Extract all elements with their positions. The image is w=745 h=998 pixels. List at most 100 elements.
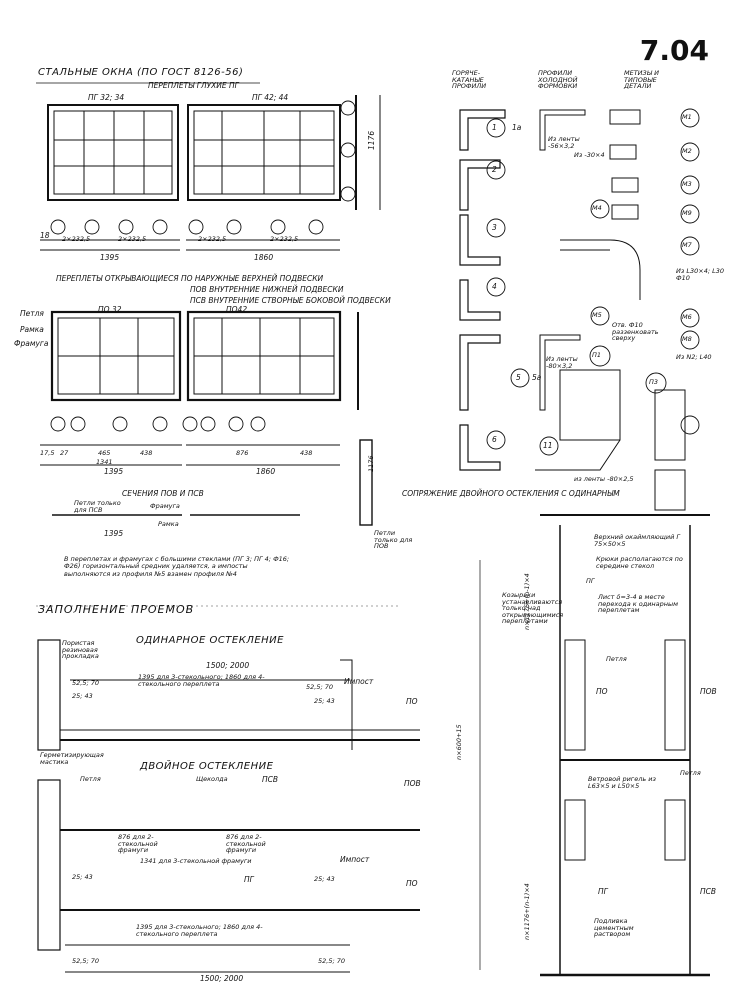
label-petlya: Петля (20, 309, 44, 318)
opening-frames-heading-1: ПЕРЕПЛЕТЫ ОТКРЫВАЮЩИЕСЯ ПО НАРУЖНЫЕ ВЕРХ… (56, 274, 324, 283)
profile-1: 1 (492, 123, 497, 132)
label-po-b: ПО (406, 879, 418, 888)
sheet-number: 7.04 (639, 34, 709, 67)
profile-5a: 5а (532, 373, 542, 382)
dim-1500-a: 1500; 2000 (206, 661, 250, 670)
hardware-m5: М5 (592, 311, 602, 319)
label-ramka-section: Рамка (158, 520, 179, 528)
junction-wind-bar: Ветровой ригель из L63×5 и L50×5 (588, 775, 656, 790)
dim-2x2325-b: 2×232,5 (118, 235, 147, 243)
dim-2x2325-a: 2×232,5 (62, 235, 91, 243)
junction-pg: ПГ (586, 577, 595, 585)
dim-1176-b: 1176 (367, 455, 375, 472)
opening-filling-heading: ЗАПОЛНЕНИЕ ПРОЕМОВ (38, 603, 195, 616)
hardware-p1: П1 (592, 351, 602, 359)
label-petli-psv: Петли только для ПСВ (74, 499, 121, 514)
label-sealant: Герметизирующая мастика (40, 751, 104, 766)
profile-3: 3 (492, 223, 497, 232)
dim-2543-d: 25; 43 (314, 875, 335, 883)
junction-heading-1: СОПРЯЖЕНИЕ ДВОЙНОГО ОСТЕКЛЕНИЯ С ОДИНАРН… (402, 489, 620, 498)
cold-formed-heading: ПРОФИЛИ ХОЛОДНОЙ ФОРМОВКИ (538, 69, 578, 90)
note-strip-80b: из ленты -80×2,5 (574, 475, 634, 483)
frame-label-po32: ПО 32 (98, 305, 122, 314)
hardware-m2: М2 (682, 147, 692, 155)
dim-1341-a: 1341 (96, 458, 113, 466)
hardware-m6: М6 (682, 313, 692, 321)
profile-2: 2 (492, 165, 497, 174)
dim-876-framuga-b: 876 для 2-стекольной фрамуги (226, 833, 266, 854)
junction-psv: ПСВ (700, 887, 717, 896)
junction-sheet: Лист δ=3-4 в месте перехода к одинарным … (598, 593, 679, 614)
dim-876-framuga-a: 876 для 2-стекольной фрамуги (118, 833, 158, 854)
dim-nx1176-b: n×1176+(n-1)×4 (523, 883, 531, 940)
dim-525-b: 52,5; 70 (306, 683, 333, 691)
opening-frames-heading-3: ПСВ ВНУТРЕННИЕ СТВОРНЫЕ БОКОВОЙ ПОДВЕСКИ (190, 296, 391, 305)
hot-rolled-heading: ГОРЯЧЕ-КАТАНЫЕ ПРОФИЛИ (452, 69, 487, 90)
dim-1395-b: 1395 (104, 467, 124, 476)
fixed-frames-heading: ПЕРЕПЛЕТЫ ГЛУХИЕ ПГ (148, 81, 239, 90)
page-title: СТАЛЬНЫЕ ОКНА (ПО ГОСТ 8126-56) (38, 67, 244, 78)
dim-nx600: n×600+15 (455, 724, 463, 760)
note-p1: Отв. Ф10 раззенковать сверху (612, 321, 659, 342)
hardware-m4: М4 (592, 204, 602, 212)
profile-6: 6 (492, 435, 497, 444)
dim-438-a: 438 (140, 449, 153, 457)
label-shchekolda: Щеколда (196, 775, 228, 783)
dim-1395-glass-b: 1395 для 3-стекольного; 1860 для 4-стеко… (136, 923, 263, 938)
junction-petlya-b: Петля (680, 769, 701, 777)
dim-2x2325-d: 2×232,5 (270, 235, 299, 243)
dim-438-b: 438 (300, 449, 313, 457)
label-framuga: Фрамуга (14, 339, 49, 348)
junction-top-angle: Верхний окаймляющий Г 75×50×5 (594, 533, 681, 548)
hardware-m7: М7 (682, 241, 692, 249)
dim-1395-glass-a: 1395 для 3-стекольного; 1860 для 4-стеко… (138, 673, 265, 688)
dim-18-a: 18 (40, 231, 50, 240)
dim-465: 465 (98, 449, 111, 457)
junction-petlya-a: Петля (606, 655, 627, 663)
profile-1a: 1а (512, 123, 522, 132)
dim-2x2325-c: 2×232,5 (198, 235, 227, 243)
note-text: В переплетах и фрамугах с большими стекл… (64, 555, 290, 578)
junction-pg-b: ПГ (598, 887, 608, 896)
label-pg-a: ПГ (244, 875, 254, 884)
label-po-a: ПО (406, 697, 418, 706)
label-pov-a: ПОВ (404, 779, 421, 788)
label-psv-a: ПСВ (262, 775, 279, 784)
dim-1860-b: 1860 (256, 467, 276, 476)
note-m7: Из L30×4; L30 Ф10 (676, 267, 725, 282)
note-m8: Из N2; L40 (676, 353, 712, 361)
label-impost-b: Импост (340, 855, 370, 864)
dim-nx1176-a: n×1176+(n-1)×4 (523, 573, 531, 630)
label-petli-pov: Петли только для ПОВ (374, 529, 413, 550)
dim-876: 876 (236, 449, 249, 457)
profile-4: 4 (492, 282, 497, 291)
hardware-heading: МЕТИЗЫ И ТИПОВЫЕ ДЕТАЛИ (624, 69, 659, 90)
sections-heading: СЕЧЕНИЯ ПОВ И ПСВ (122, 489, 204, 498)
profile-11: 11 (543, 441, 553, 450)
dim-1176-a: 1176 (367, 130, 376, 150)
double-glazing-heading: ДВОЙНОЕ ОСТЕКЛЕНИЕ (140, 761, 274, 772)
single-glazing-heading: ОДИНАРНОЕ ОСТЕКЛЕНИЕ (136, 635, 284, 646)
dim-525-d: 52,5; 70 (318, 957, 345, 965)
hardware-m1: М1 (682, 113, 692, 121)
dim-2543-b: 25; 43 (314, 697, 335, 705)
junction-pov: ПОВ (700, 687, 717, 696)
label-petlya-a: Петля (80, 775, 101, 783)
hardware-m3: М3 (682, 180, 692, 188)
dim-1395-a: 1395 (100, 253, 120, 262)
label-framuga-section: Фрамуга (150, 502, 180, 510)
junction-hooks: Крюки располагаются по середине стекол (596, 555, 683, 570)
junction-visors: Козырьки устанавливаются только над откр… (502, 591, 564, 625)
dim-525-c: 52,5; 70 (72, 957, 99, 965)
dim-1341-framuga: 1341 для 3-стекольной фрамуги (140, 857, 252, 865)
dim-1500-b: 1500; 2000 (200, 974, 244, 983)
frame-label-pg4244: ПГ 42; 44 (252, 93, 289, 102)
dim-27: 27 (60, 449, 69, 457)
dim-175: 17,5 (40, 449, 55, 457)
opening-frames-heading-2: ПОВ ВНУТРЕННИЕ НИЖНЕЙ ПОДВЕСКИ (190, 285, 344, 294)
dim-1395-c: 1395 (104, 529, 124, 538)
junction-cement: Подливка цементным раствором (594, 917, 634, 938)
note-strip-80: Из ленты -80×3,2 (546, 355, 578, 370)
label-ramka: Рамка (20, 325, 44, 334)
